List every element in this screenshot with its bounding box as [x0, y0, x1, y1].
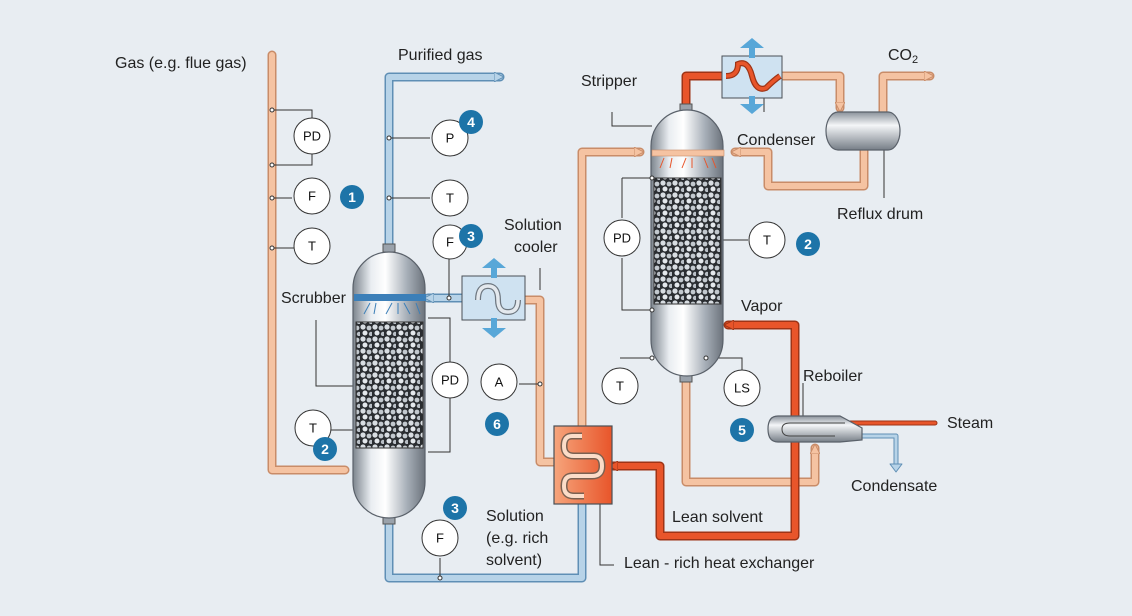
badge-5-label: 5 — [738, 422, 746, 438]
badge-6: 6 — [485, 412, 509, 436]
stripper-vessel — [650, 103, 725, 383]
solution-cooler-label-1: Solution — [504, 217, 562, 234]
instrument-a-solution: A — [480, 363, 518, 401]
badge-3-cooler: 3 — [459, 224, 483, 248]
badge-3-rich-label: 3 — [451, 500, 459, 516]
vapor-label: Vapor — [741, 298, 783, 315]
instrument-a-solution-label: A — [495, 375, 504, 390]
badge-2-scrubber-label: 2 — [321, 441, 329, 457]
badges: 1 4 3 2 6 3 2 5 — [313, 110, 820, 520]
stripper-label: Stripper — [581, 73, 638, 90]
pipes — [267, 50, 938, 583]
badge-2-stripper-label: 2 — [804, 236, 812, 252]
solution-label-3: solvent) — [486, 552, 542, 569]
solution-label-2: (e.g. rich — [486, 530, 548, 547]
badge-2-scrubber: 2 — [313, 437, 337, 461]
instrument-pd-scrubber: PD — [431, 361, 469, 399]
reflux-drum — [825, 111, 901, 151]
solution-cooler — [461, 258, 526, 338]
condenser-label: Condenser — [737, 132, 816, 149]
instrument-t-stripper-label: T — [763, 233, 771, 248]
heat-exchanger-label: Lean - rich heat exchanger — [624, 555, 815, 572]
instrument-ls-sump: LS — [723, 369, 761, 407]
steam-label: Steam — [947, 415, 993, 432]
tap-dots — [269, 107, 709, 581]
condensate-label: Condensate — [851, 478, 937, 495]
badge-6-label: 6 — [493, 416, 501, 432]
reflux-drum-label: Reflux drum — [837, 206, 923, 223]
instrument-t-inlet-label: T — [308, 239, 316, 254]
reboiler-label: Reboiler — [803, 368, 863, 385]
instrument-p-outlet-label: P — [446, 131, 455, 146]
co2-label: CO2 — [888, 47, 918, 66]
gas-inlet-label: Gas (e.g. flue gas) — [115, 55, 247, 72]
badge-1-label: 1 — [348, 189, 356, 205]
solution-cooler-label-2: cooler — [514, 239, 558, 256]
instrument-f-rich: F — [421, 519, 459, 557]
instrument-pd-stripper: PD — [603, 219, 641, 257]
co2-subscript: 2 — [912, 54, 918, 66]
instrument-p-outlet: P — [431, 119, 469, 157]
instrument-pd-stripper-label: PD — [613, 231, 631, 246]
instrument-pd-scrubber-label: PD — [441, 373, 459, 388]
scrubber-vessel — [352, 243, 426, 525]
badge-2-stripper: 2 — [796, 232, 820, 256]
instrument-f-inlet: F — [293, 177, 331, 215]
purified-gas-label: Purified gas — [398, 47, 483, 64]
badge-4: 4 — [459, 110, 483, 134]
badge-4-label: 4 — [467, 114, 475, 130]
instrument-pd-inlet-label: PD — [303, 129, 321, 144]
labels: Gas (e.g. flue gas) Purified gas Strippe… — [115, 47, 993, 572]
instrument-t-scrubber: T — [294, 409, 332, 447]
instrument-t-outlet-label: T — [446, 191, 454, 206]
instrument-ls-sump-label: LS — [734, 381, 750, 396]
co2-text: CO — [888, 47, 912, 64]
scrubber-label: Scrubber — [281, 290, 347, 307]
instrument-f-solution-label: F — [446, 235, 454, 250]
instrument-t-scrubber-label: T — [309, 421, 317, 436]
badge-3-rich: 3 — [443, 496, 467, 520]
instrument-t-sump: T — [601, 367, 639, 405]
instrument-t-outlet: T — [431, 179, 469, 217]
badge-5: 5 — [730, 418, 754, 442]
instrument-t-sump-label: T — [616, 379, 624, 394]
solution-label-1: Solution — [486, 508, 544, 525]
badge-1: 1 — [340, 185, 364, 209]
instrument-f-rich-label: F — [436, 531, 444, 546]
condenser — [721, 38, 783, 114]
instrument-pd-inlet: PD — [293, 117, 331, 155]
instrument-t-stripper: T — [748, 221, 786, 259]
reboiler — [767, 415, 863, 443]
instruments: PD F T P T F PD T A F PD T T LS — [293, 117, 786, 557]
lean-rich-heat-exchanger — [553, 425, 613, 505]
instrument-f-inlet-label: F — [308, 189, 316, 204]
lean-solvent-label: Lean solvent — [672, 509, 763, 526]
instrument-lines — [272, 96, 885, 578]
instrument-t-inlet: T — [293, 227, 331, 265]
badge-3-cooler-label: 3 — [467, 228, 475, 244]
